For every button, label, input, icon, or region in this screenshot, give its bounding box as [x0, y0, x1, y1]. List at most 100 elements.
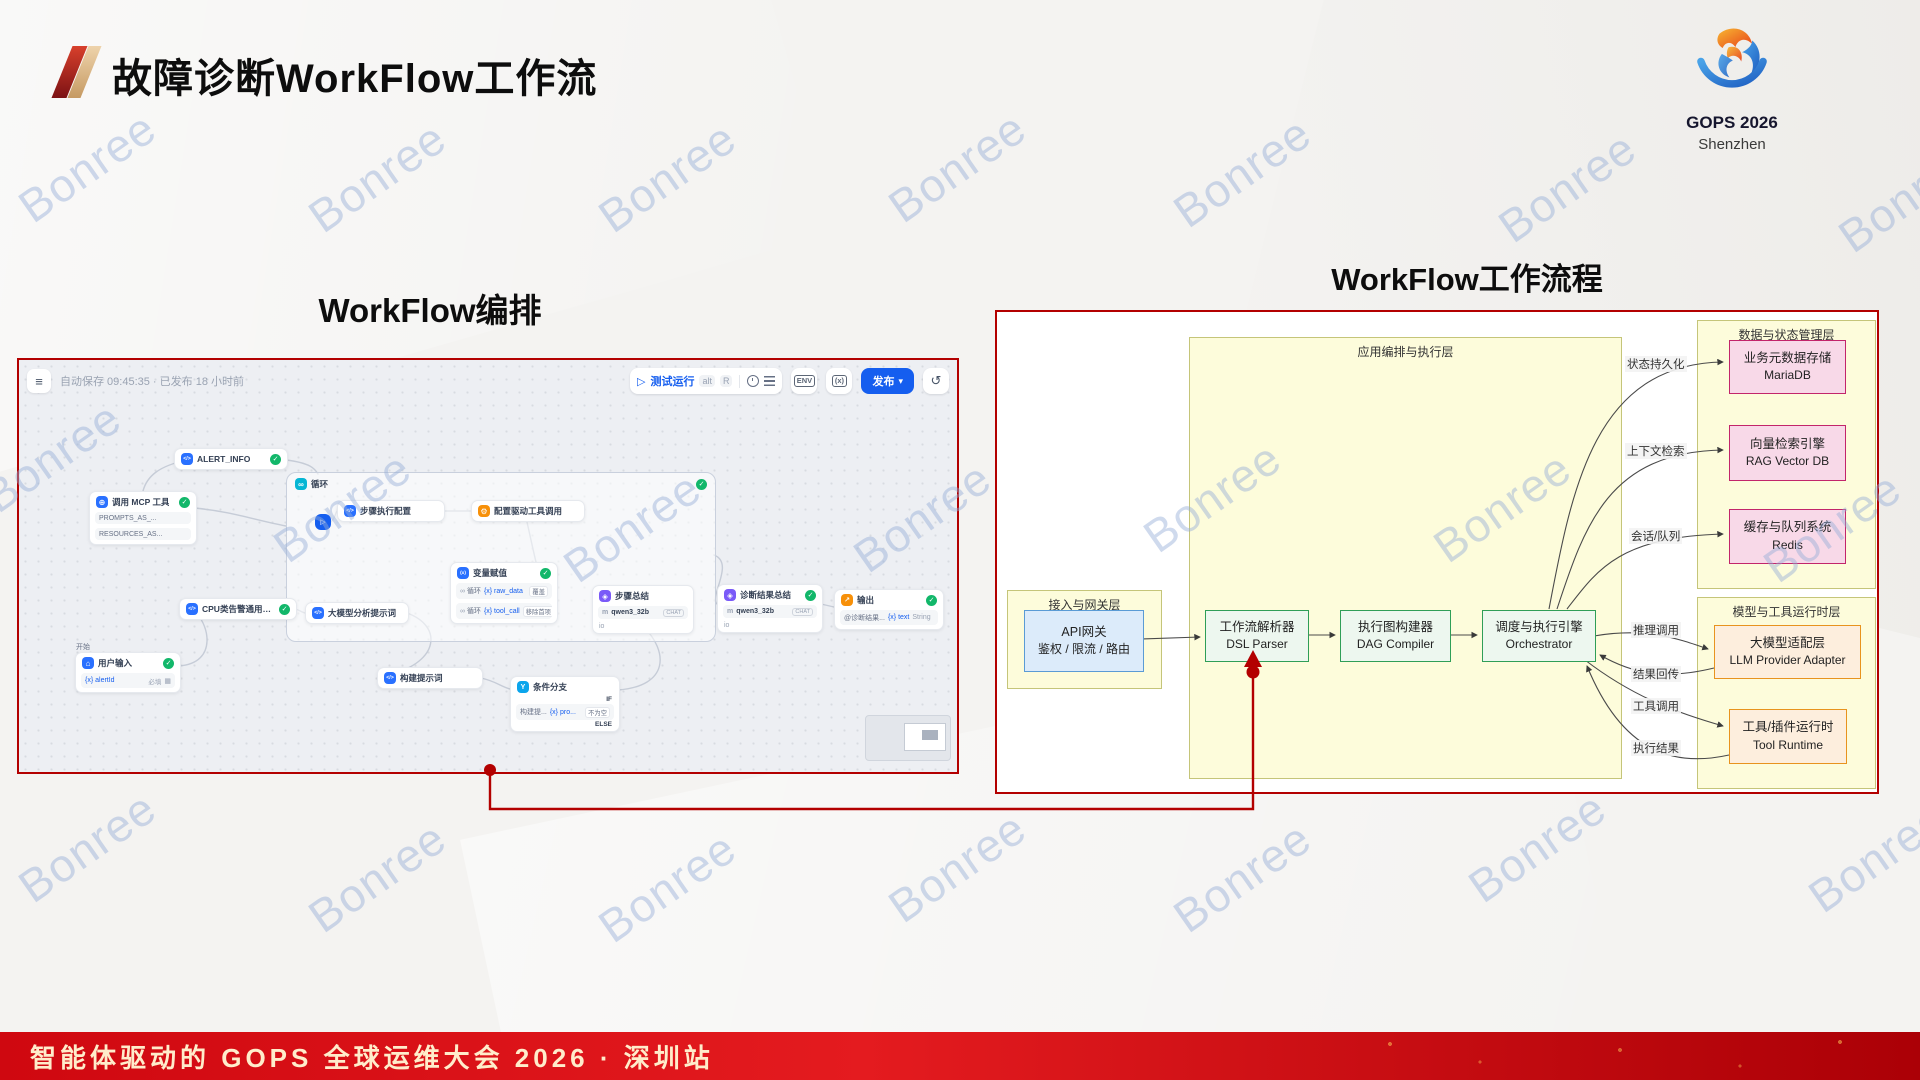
watermark-text: Bonree	[1164, 811, 1321, 943]
node-tool-call[interactable]: 配置驱动工具调用	[471, 500, 585, 522]
canvas-minimap[interactable]	[865, 715, 951, 761]
watermark-text: Bonree	[879, 801, 1036, 933]
autosave-status: 自动保存 09:45:35 · 已发布 18 小时前	[60, 376, 244, 388]
success-check-icon	[805, 589, 816, 601]
grid-icon	[164, 677, 171, 685]
flow-label-session: 会话/队列	[1629, 528, 1683, 544]
llm-icon	[599, 590, 611, 602]
watermark-text: Bonree	[299, 811, 456, 943]
code-icon	[186, 603, 198, 615]
output-icon	[841, 594, 853, 606]
node-alert-info[interactable]: ALERT_INFO	[174, 448, 288, 470]
node-condition-branch[interactable]: 条件分支 IF 构建提...{x} pro...不为空 ELSE	[510, 676, 620, 732]
watermark-text: Bonree	[1799, 791, 1920, 923]
flow-label-infer: 推理调用	[1631, 622, 1681, 638]
test-run-button[interactable]: 测试运行	[650, 376, 695, 388]
tool-icon	[478, 505, 490, 517]
success-check-icon	[279, 603, 290, 615]
node-step-config[interactable]: 步骤执行配置	[337, 500, 445, 522]
workflow-editor-panel: 自动保存 09:45:35 · 已发布 18 小时前 测试运行 alt R EN…	[17, 358, 959, 774]
success-check-icon	[540, 567, 551, 579]
watermark-text: Bonree	[1459, 781, 1616, 913]
success-check-icon	[163, 657, 174, 669]
footer-text: 智能体驱动的 GOPS 全球运维大会 2026 · 深圳站	[30, 1042, 714, 1073]
success-check-icon	[696, 478, 707, 490]
branch-icon	[517, 681, 529, 693]
flow-label-toolcall: 工具调用	[1631, 698, 1681, 714]
checklist-icon[interactable]	[764, 376, 776, 386]
right-section-heading: WorkFlow工作流程	[1331, 262, 1603, 297]
code-icon	[312, 607, 324, 619]
condition-row: 构建提...{x} pro...不为空	[516, 704, 614, 720]
architecture-panel: 应用编排与执行层 接入与网关层 数据与状态管理层 模型与工具运行时层	[995, 310, 1879, 794]
gops-swirl-icon	[1697, 28, 1767, 88]
code-icon	[344, 505, 356, 517]
code-icon	[384, 672, 396, 684]
success-check-icon	[926, 594, 937, 606]
watermark-text: Bonree	[9, 781, 166, 913]
flow-label-result: 结果回传	[1631, 666, 1681, 682]
page-title: 故障诊断WorkFlow工作流	[112, 57, 598, 101]
plugin-icon	[96, 496, 108, 508]
env-button[interactable]: ENV	[791, 368, 818, 394]
editor-toolbar: 自动保存 09:45:35 · 已发布 18 小时前 测试运行 alt R EN…	[27, 367, 949, 395]
run-toolbar-group: 测试运行 alt R	[629, 368, 783, 394]
node-build-prompt[interactable]: 构建提示词	[377, 667, 483, 689]
footer-banner: 智能体驱动的 GOPS 全球运维大会 2026 · 深圳站	[0, 1032, 1920, 1080]
flow-label-execres: 执行结果	[1631, 740, 1681, 756]
node-mcp-tool[interactable]: 调用 MCP 工具 PROMPTS_AS_... RESOURCES_AS...	[89, 491, 197, 545]
code-icon	[181, 453, 193, 465]
watermark-text: Bonree	[9, 101, 166, 233]
play-icon[interactable]	[637, 372, 645, 390]
mcp-row: PROMPTS_AS_...	[95, 512, 191, 524]
watermark-text: Bonree	[1829, 131, 1920, 263]
kbd-r: R	[719, 375, 733, 387]
version-history-button[interactable]	[923, 368, 949, 394]
success-check-icon	[270, 453, 281, 465]
logo-city: Shenzhen	[1698, 136, 1766, 153]
node-llm-prompt[interactable]: 大模型分析提示词	[305, 602, 409, 624]
kbd-alt: alt	[699, 375, 715, 387]
watermark-text: Bonree	[589, 821, 746, 953]
watermark-text: Bonree	[1489, 121, 1646, 253]
logo-name: GOPS 2026	[1686, 113, 1778, 132]
watermark-text: Bonree	[299, 111, 456, 243]
home-icon	[82, 657, 94, 669]
menu-icon[interactable]	[27, 369, 51, 393]
flow-label-state: 状态持久化	[1625, 356, 1687, 372]
node-cpu-template[interactable]: CPU类告警通用模板	[179, 598, 297, 620]
loop-icon	[295, 478, 307, 490]
variables-button[interactable]: (x)	[826, 368, 853, 394]
box-api-gateway: API网关鉴权 / 限流 / 路由	[1024, 610, 1144, 672]
chevron-down-icon	[898, 375, 903, 387]
watermark-text: Bonree	[1164, 106, 1321, 238]
start-tag: 开始	[76, 644, 90, 651]
history-clock-icon[interactable]	[747, 375, 760, 387]
title-slash-icon	[51, 44, 110, 100]
left-section-heading: WorkFlow编排	[318, 292, 542, 329]
publish-button[interactable]: 发布	[861, 368, 914, 394]
watermark-text: Bonree	[879, 101, 1036, 233]
flow-label-context: 上下文检索	[1625, 443, 1687, 459]
variable-icon	[457, 567, 469, 579]
loop-start-icon[interactable]	[315, 514, 331, 530]
success-check-icon	[179, 496, 190, 508]
